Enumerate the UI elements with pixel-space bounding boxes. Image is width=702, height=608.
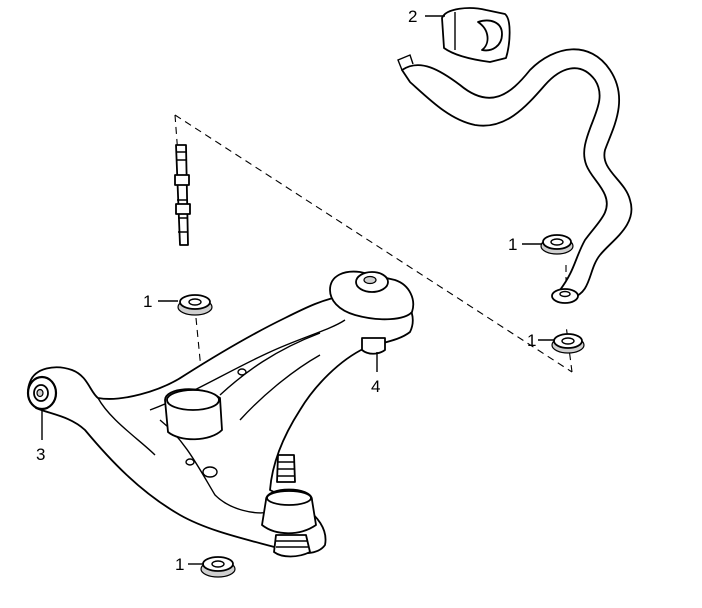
stabilizer-bushing bbox=[441, 7, 511, 63]
callout-3: 3 bbox=[36, 445, 45, 464]
bottom-bushing bbox=[200, 556, 236, 578]
stud-bolt bbox=[174, 144, 191, 246]
callout-1-bottom: 1 bbox=[175, 555, 184, 574]
stud-bushing bbox=[177, 294, 213, 316]
bar-link-joint bbox=[551, 288, 579, 304]
callout-2: 2 bbox=[408, 7, 417, 26]
front-arm-bushing bbox=[26, 375, 58, 411]
bar-link-bushing-lower bbox=[551, 333, 585, 354]
center-boss bbox=[164, 388, 223, 441]
bar-link-bushing-upper bbox=[540, 234, 574, 255]
callout-1-lower: 1 bbox=[527, 331, 536, 350]
callout-4: 4 bbox=[371, 377, 380, 396]
callout-1-upper: 1 bbox=[508, 235, 517, 254]
ball-joint bbox=[261, 454, 317, 558]
callout-1-stud: 1 bbox=[143, 292, 152, 311]
stabilizer-bar bbox=[397, 48, 633, 299]
rear-arm-bushing bbox=[329, 270, 415, 355]
